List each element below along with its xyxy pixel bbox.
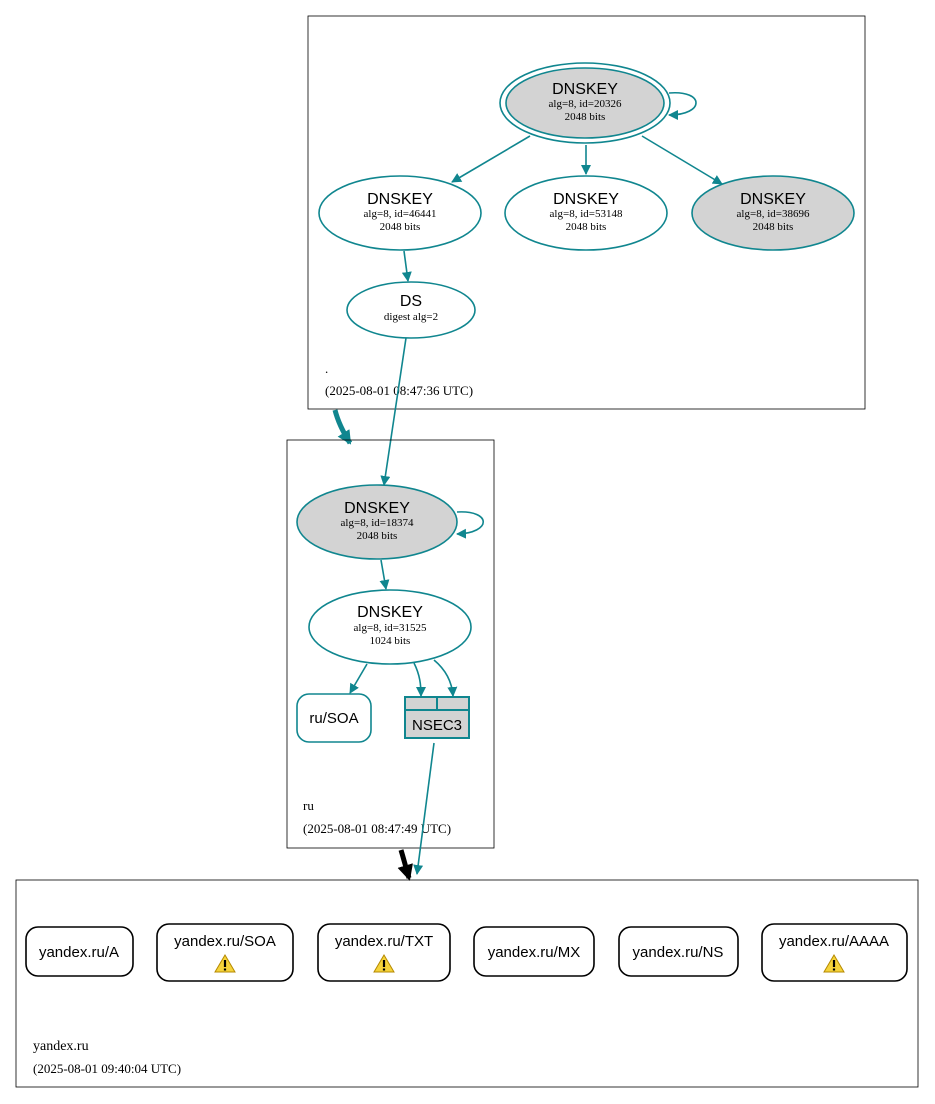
edge-ru-zsk-nsec3-b bbox=[433, 659, 458, 697]
delegation-root-ru-edge bbox=[332, 409, 353, 445]
root-zsk3-line1: alg=8, id=38696 bbox=[737, 208, 810, 220]
zone-yandex: yandex.ru/A yandex.ru/SOA yandex.ru/TXT … bbox=[15, 879, 919, 1088]
record-yandex-txt[interactable]: yandex.ru/TXT bbox=[317, 923, 451, 982]
root-ds-type: DS bbox=[400, 293, 422, 310]
record-yandex-a-label: yandex.ru/A bbox=[39, 944, 119, 961]
ru-zsk-node[interactable]: DNSKEY alg=8, id=31525 1024 bits bbox=[308, 589, 472, 665]
delegation-ru-yandex-edge bbox=[397, 849, 413, 881]
ru-ksk-line2: 2048 bits bbox=[357, 530, 398, 542]
root-ksk-line1: alg=8, id=20326 bbox=[549, 98, 622, 110]
ru-ksk-node[interactable]: DNSKEY alg=8, id=18374 2048 bits bbox=[296, 484, 458, 560]
ru-soa-node[interactable]: ru/SOA bbox=[296, 693, 372, 743]
ru-zsk-line2: 1024 bits bbox=[370, 635, 411, 647]
zone-ru-box bbox=[286, 439, 495, 849]
zone-ru-name: ru bbox=[303, 798, 314, 813]
zone-yandex-box bbox=[15, 879, 919, 1088]
root-ds-line1: digest alg=2 bbox=[384, 311, 438, 323]
root-zsk3-type: DNSKEY bbox=[740, 191, 806, 208]
root-ksk-type: DNSKEY bbox=[552, 81, 618, 98]
root-ksk-self-edge bbox=[668, 92, 697, 120]
ru-zsk-type: DNSKEY bbox=[357, 604, 423, 621]
zone-ru-timestamp: (2025-08-01 08:47:49 UTC) bbox=[303, 821, 451, 836]
edge-ru-ksk-zsk bbox=[379, 559, 390, 590]
ru-ksk-type: DNSKEY bbox=[344, 500, 410, 517]
zone-root: DNSKEY alg=8, id=20326 2048 bits DNSKEY … bbox=[307, 15, 866, 410]
edge-ds-ru-ksk bbox=[380, 337, 407, 486]
edge-zsk1-ds bbox=[401, 250, 412, 282]
ru-zsk-line1: alg=8, id=31525 bbox=[354, 622, 427, 634]
edge-ksk-zsk3 bbox=[641, 135, 723, 185]
zone-ru: DNSKEY alg=8, id=18374 2048 bits DNSKEY … bbox=[286, 439, 495, 849]
root-zsk2-line2: 2048 bits bbox=[566, 221, 607, 233]
ru-nsec3-node[interactable]: NSEC3 bbox=[404, 696, 470, 739]
root-zsk3-line2: 2048 bits bbox=[753, 221, 794, 233]
ru-ksk-line1: alg=8, id=18374 bbox=[341, 517, 414, 529]
edge-ru-zsk-soa bbox=[349, 663, 368, 694]
edge-nsec3-yandex bbox=[413, 742, 435, 875]
zone-yandex-name: yandex.ru bbox=[33, 1039, 89, 1054]
root-ksk-line2: 2048 bits bbox=[565, 111, 606, 123]
root-ksk-node[interactable]: DNSKEY alg=8, id=20326 2048 bits bbox=[499, 62, 671, 144]
zone-root-name: . bbox=[325, 361, 328, 376]
ru-ksk-self-edge bbox=[456, 511, 485, 539]
record-yandex-aaaa-label: yandex.ru/AAAA bbox=[779, 933, 889, 950]
ru-nsec3-label: NSEC3 bbox=[412, 717, 462, 734]
record-yandex-ns-label: yandex.ru/NS bbox=[633, 944, 724, 961]
record-yandex-ns[interactable]: yandex.ru/NS bbox=[618, 926, 739, 977]
root-zsk1-type: DNSKEY bbox=[367, 191, 433, 208]
root-zsk2-type: DNSKEY bbox=[553, 191, 619, 208]
root-zsk-38696-node[interactable]: DNSKEY alg=8, id=38696 2048 bits bbox=[691, 175, 855, 251]
record-yandex-txt-label: yandex.ru/TXT bbox=[335, 933, 433, 950]
record-yandex-a[interactable]: yandex.ru/A bbox=[25, 926, 134, 977]
edge-ksk-zsk1 bbox=[451, 135, 531, 183]
record-yandex-mx-label: yandex.ru/MX bbox=[488, 944, 581, 961]
zone-yandex-timestamp: (2025-08-01 09:40:04 UTC) bbox=[33, 1061, 181, 1076]
zone-root-timestamp: (2025-08-01 08:47:36 UTC) bbox=[325, 383, 473, 398]
record-yandex-mx[interactable]: yandex.ru/MX bbox=[473, 926, 595, 977]
root-zsk1-line1: alg=8, id=46441 bbox=[364, 208, 437, 220]
edge-ru-zsk-nsec3-a bbox=[413, 662, 426, 697]
root-zsk-53148-node[interactable]: DNSKEY alg=8, id=53148 2048 bits bbox=[504, 175, 668, 251]
root-zsk-46441-node[interactable]: DNSKEY alg=8, id=46441 2048 bits bbox=[318, 175, 482, 251]
root-zsk2-line1: alg=8, id=53148 bbox=[550, 208, 623, 220]
ru-soa-label: ru/SOA bbox=[309, 710, 358, 727]
root-ds-node[interactable]: DS digest alg=2 bbox=[346, 281, 476, 339]
record-yandex-aaaa[interactable]: yandex.ru/AAAA bbox=[761, 923, 908, 982]
record-yandex-soa[interactable]: yandex.ru/SOA bbox=[156, 923, 294, 982]
record-yandex-soa-label: yandex.ru/SOA bbox=[174, 933, 276, 950]
root-zsk1-line2: 2048 bits bbox=[380, 221, 421, 233]
